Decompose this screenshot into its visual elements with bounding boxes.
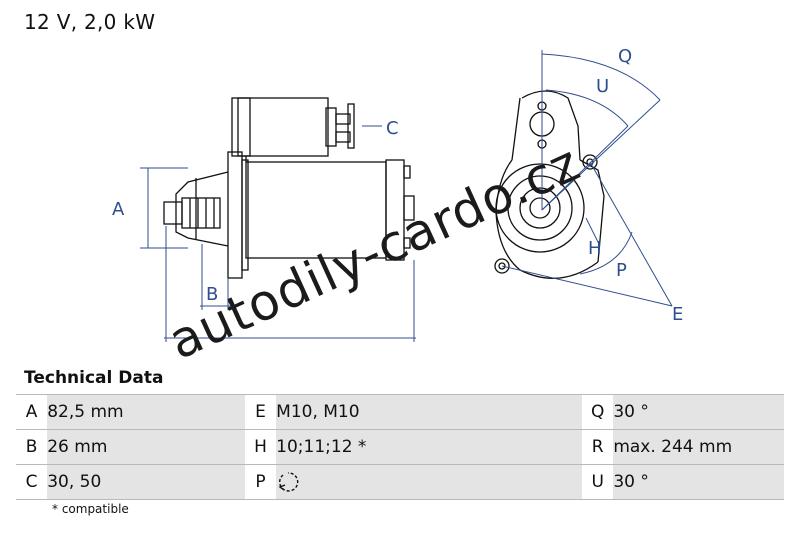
footnote: * compatible — [52, 502, 129, 516]
front-view-dimensions — [501, 50, 673, 307]
technical-data-title: Technical Data — [24, 368, 164, 388]
param-value — [276, 464, 583, 500]
param-key: H — [244, 429, 277, 465]
dim-label-q: Q — [618, 46, 632, 67]
dim-label-u: U — [596, 76, 609, 97]
table-row: C 30, 50 P U 30 ° — [16, 464, 784, 500]
param-key: E — [244, 394, 277, 430]
dim-label-p: P — [616, 260, 627, 281]
dim-label-c: C — [386, 118, 399, 139]
param-key: Q — [582, 394, 614, 430]
param-key: P — [244, 464, 277, 500]
param-value: 30 ° — [613, 464, 784, 500]
param-value: M10, M10 — [276, 394, 583, 430]
dim-label-h: H — [588, 238, 602, 259]
param-value: 26 mm — [47, 429, 245, 465]
table-row: A 82,5 mm E M10, M10 Q 30 ° — [16, 394, 784, 430]
table-row: B 26 mm H 10;11;12 * R max. 244 mm — [16, 429, 784, 465]
dim-label-a: A — [112, 199, 125, 220]
param-value: 30 ° — [613, 394, 784, 430]
param-key: R — [582, 429, 614, 465]
dim-label-e: E — [672, 304, 683, 325]
param-key: A — [16, 394, 48, 430]
param-value: 10;11;12 * — [276, 429, 583, 465]
heading: 12 V, 2,0 kW — [24, 10, 156, 34]
param-value: max. 244 mm — [613, 429, 784, 465]
starter-motor-drawing: A B C Q U H P E — [112, 46, 683, 342]
dim-label-b: B — [206, 284, 218, 305]
param-key: B — [16, 429, 48, 465]
counter-clockwise-rotation-icon — [278, 472, 299, 492]
param-value: 30, 50 — [47, 464, 245, 500]
side-view — [163, 97, 415, 279]
param-value: 82,5 mm — [47, 394, 245, 430]
param-key: U — [582, 464, 614, 500]
side-view-dimensions — [140, 125, 416, 342]
param-key: C — [16, 464, 48, 500]
technical-data-table: A 82,5 mm E M10, M10 Q 30 ° B 26 mm H 10… — [16, 394, 784, 500]
